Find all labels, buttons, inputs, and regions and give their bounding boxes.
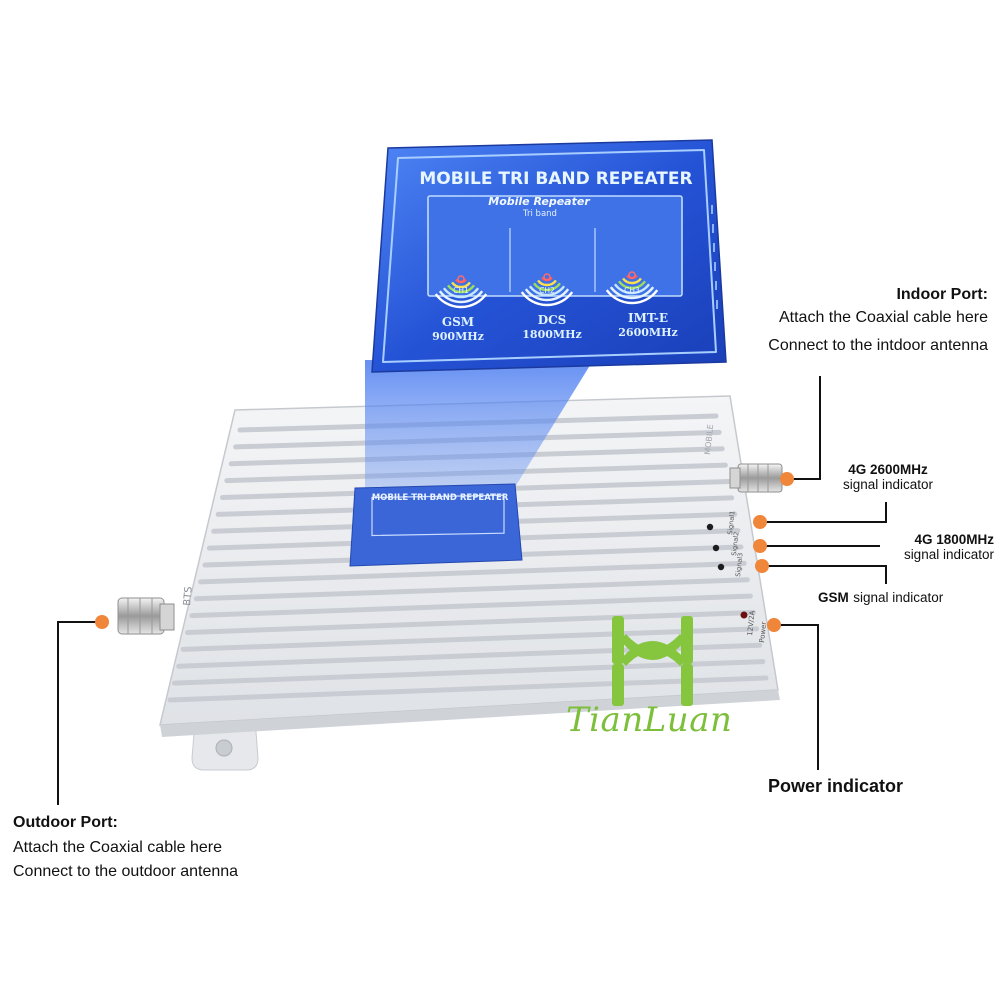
band3-freq: 2600MHz	[618, 326, 677, 339]
lte1800-dot	[753, 539, 767, 553]
gsm-title: GSM	[818, 590, 849, 605]
signal-wave-icon	[537, 279, 557, 287]
lte1800-callout: 4G 1800MHz signal indicator	[888, 532, 994, 562]
outdoor-port-title: Outdoor Port:	[13, 814, 118, 831]
mini-display-panel: MOBILE TRI BAND REPEATER	[349, 483, 523, 567]
indoor-port-line1: Attach the Coaxial cable here	[778, 309, 988, 326]
power-label: Power	[758, 621, 768, 643]
led-4g-2600	[706, 523, 714, 531]
band1-freq: 900MHz	[432, 330, 484, 343]
indoor-port-line2: Connect to the intdoor antenna	[768, 337, 988, 354]
led-4g-1800	[712, 544, 720, 552]
signal-wave-icon	[613, 283, 651, 295]
signal-wave-icon	[434, 293, 488, 309]
lte2600-title: 4G 2600MHz	[848, 462, 928, 477]
mobile-label: MOBILE	[703, 424, 715, 455]
callout-dots	[95, 472, 794, 632]
outdoor-port-line1: Attach the Coaxial cable here	[13, 839, 223, 856]
signal-wave-icon	[605, 289, 659, 305]
band3-name: IMT-E	[628, 311, 668, 325]
signal-wave-icon	[451, 281, 471, 289]
mini-panel-title: MOBILE TRI BAND REPEATER	[372, 493, 509, 503]
power-indicator-label: Power indicator	[768, 776, 904, 796]
display-subtitle: Tri band	[522, 209, 557, 219]
power-rating-label: 12V/2A	[746, 610, 757, 636]
power-dot	[767, 618, 781, 632]
led-gsm	[717, 563, 725, 571]
signal1-label: Signal1	[726, 510, 736, 535]
gsm-body: signal indicator	[853, 590, 944, 605]
signal-wave-icon	[520, 291, 574, 307]
lte1800-title: 4G 1800MHz	[914, 532, 994, 547]
signal-wave-icon	[447, 284, 475, 294]
lcd-display	[427, 195, 683, 297]
signal-wave-icon	[533, 282, 561, 292]
bts-label: BTS	[182, 586, 195, 606]
heatsink-ridge	[180, 626, 760, 652]
band2-freq: 1800MHz	[522, 328, 581, 341]
heatsink-ridge	[167, 675, 769, 703]
indoor-port-dot	[780, 472, 794, 486]
led-power	[740, 611, 748, 619]
band1-name: GSM	[442, 315, 474, 329]
tianluan-logo-mark	[612, 616, 693, 706]
brand-wordmark: TianLuan	[566, 700, 733, 740]
signal-wave-icon	[528, 285, 566, 297]
heatsink-ridge	[193, 577, 750, 602]
heatsink-ridge	[198, 560, 747, 585]
signal-wave-icon	[622, 277, 642, 285]
signal-wave-icons	[434, 271, 659, 309]
lte2600-body: signal indicator	[842, 477, 934, 492]
indoor-port-callout: Indoor Port: Attach the Coaxial cable he…	[668, 286, 988, 360]
outdoor-port-dot	[95, 615, 109, 629]
heatsink-ridge	[189, 593, 753, 619]
indoor-port-title: Indoor Port:	[896, 286, 988, 303]
lte1800-body: signal indicator	[903, 547, 994, 562]
signal-origin-icon	[543, 273, 551, 281]
ch2-label: CH2	[539, 286, 555, 295]
front-panel-closeup: MOBILE TRI BAND REPEATER Mobile Repeater…	[371, 139, 727, 373]
gsm-callout: GSM signal indicator	[818, 589, 978, 607]
outdoor-port-line2: Connect to the outdoor antenna	[13, 863, 239, 880]
signal-origin-icon	[457, 275, 465, 283]
panel-title: MOBILE TRI BAND REPEATER	[419, 169, 692, 189]
lte2600-callout: 4G 2600MHz signal indicator	[836, 462, 940, 492]
signal-origin-icon	[628, 271, 636, 279]
outdoor-port-callout: Outdoor Port: Attach the Coaxial cable h…	[13, 814, 313, 886]
projection-beam	[365, 360, 592, 492]
outdoor-port-connector	[117, 597, 175, 635]
signal-wave-icon	[618, 280, 646, 290]
lte2600-dot	[753, 515, 767, 529]
gsm-dot	[755, 559, 769, 573]
ch1-label: CH1	[453, 286, 469, 295]
indoor-port-connector	[729, 463, 783, 493]
signal-wave-icon	[609, 286, 655, 300]
signal2-label: Signal2	[730, 531, 740, 556]
signal-wave-icon	[524, 288, 570, 302]
signal-wave-icon	[438, 290, 484, 304]
display-title: Mobile Repeater	[488, 195, 590, 208]
signal3-label: Signal3	[734, 552, 744, 577]
callout-lines	[57, 376, 887, 805]
signal-wave-icon	[442, 287, 480, 299]
band2-name: DCS	[538, 313, 567, 327]
heatsink-ridge	[171, 659, 766, 686]
ch3-label: CH3	[624, 286, 640, 295]
heatsink-ridge	[185, 610, 756, 635]
